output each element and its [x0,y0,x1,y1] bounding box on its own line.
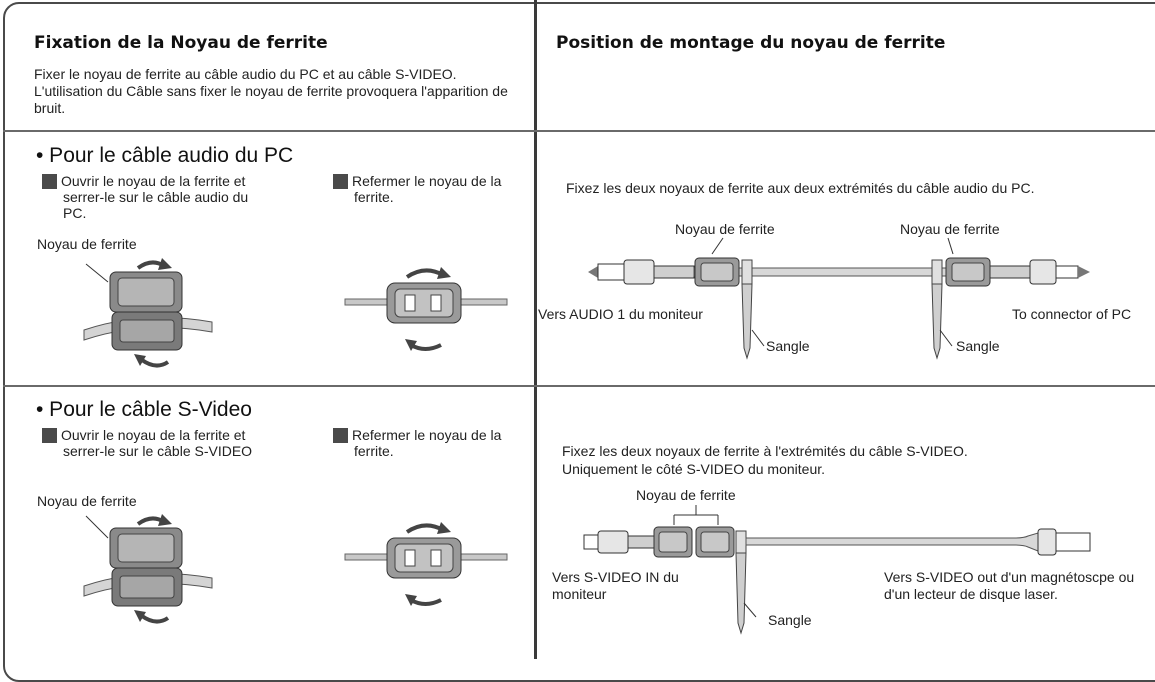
open-ferrite-core-illustration [83,514,213,624]
left-section-title: Fixation de la Noyau de ferrite [34,33,328,53]
audio-end-left: Vers AUDIO 1 du moniteur [538,306,703,322]
svideo-end-right: Vers S-VIDEO out d'un magnétoscpe ou d'u… [884,569,1135,602]
svideo-core-label-right: Noyau de ferrite [636,487,736,503]
svideo-mount-instruction-1: Fixez les deux noyaux de ferrite à l'ext… [562,443,968,459]
audio-step-2-text: Refermer le noyau de la ferrite. [352,173,502,205]
svideo-cable-diagram [583,505,1091,635]
svideo-step-2: 2 Refermer le noyau de la ferrite. [327,427,539,459]
audio-strap-left: Sangle [766,338,810,354]
svideo-step-1-text: Ouvrir le noyau de la ferrite et serrer-… [61,427,253,459]
audio-step-1-text: Ouvrir le noyau de la ferrite et serrer-… [61,173,249,221]
audio-core-label: Noyau de ferrite [37,236,137,252]
svideo-step-2-text: Refermer le noyau de la ferrite. [352,427,502,459]
step-number-1: 1 [36,174,57,189]
row-divider-1 [3,130,1155,132]
audio-core-label-right: Noyau de ferrite [900,221,1000,237]
svideo-mount-instruction-2: Uniquement le côté S-VIDEO du moniteur. [562,461,826,477]
row-divider-2 [3,385,1155,387]
svideo-strap: Sangle [768,612,812,628]
audio-mount-instruction: Fixez les deux noyaux de ferrite aux deu… [566,180,1035,196]
closed-ferrite-core-illustration [344,522,508,606]
svideo-step-1: 1 Ouvrir le noyau de la ferrite et serrer… [36,427,253,459]
audio-heading: • Pour le câble audio du PC [36,144,294,167]
step-number-2: 2 [327,174,348,189]
svideo-end-left: Vers S-VIDEO IN du moniteur [552,569,679,602]
left-section-intro: Fixer le noyau de ferrite au câble audio… [34,66,508,116]
audio-step-2: 2 Refermer le noyau de la ferrite. [327,173,539,205]
column-divider [534,0,537,659]
svideo-core-label: Noyau de ferrite [37,493,137,509]
open-ferrite-core-illustration [83,258,213,368]
audio-core-label-left: Noyau de ferrite [675,221,775,237]
audio-cable-diagram [588,237,1090,360]
audio-strap-right: Sangle [956,338,1000,354]
audio-step-1: 1 Ouvrir le noyau de la ferrite et serrer… [36,173,253,221]
step-number-1: 1 [36,428,57,443]
audio-end-right: To connector of PC [1012,306,1132,322]
svideo-heading: • Pour le câble S-Video [36,398,252,421]
step-number-2: 2 [327,428,348,443]
right-section-title: Position de montage du noyau de ferrite [556,33,946,53]
closed-ferrite-core-illustration [344,267,508,351]
